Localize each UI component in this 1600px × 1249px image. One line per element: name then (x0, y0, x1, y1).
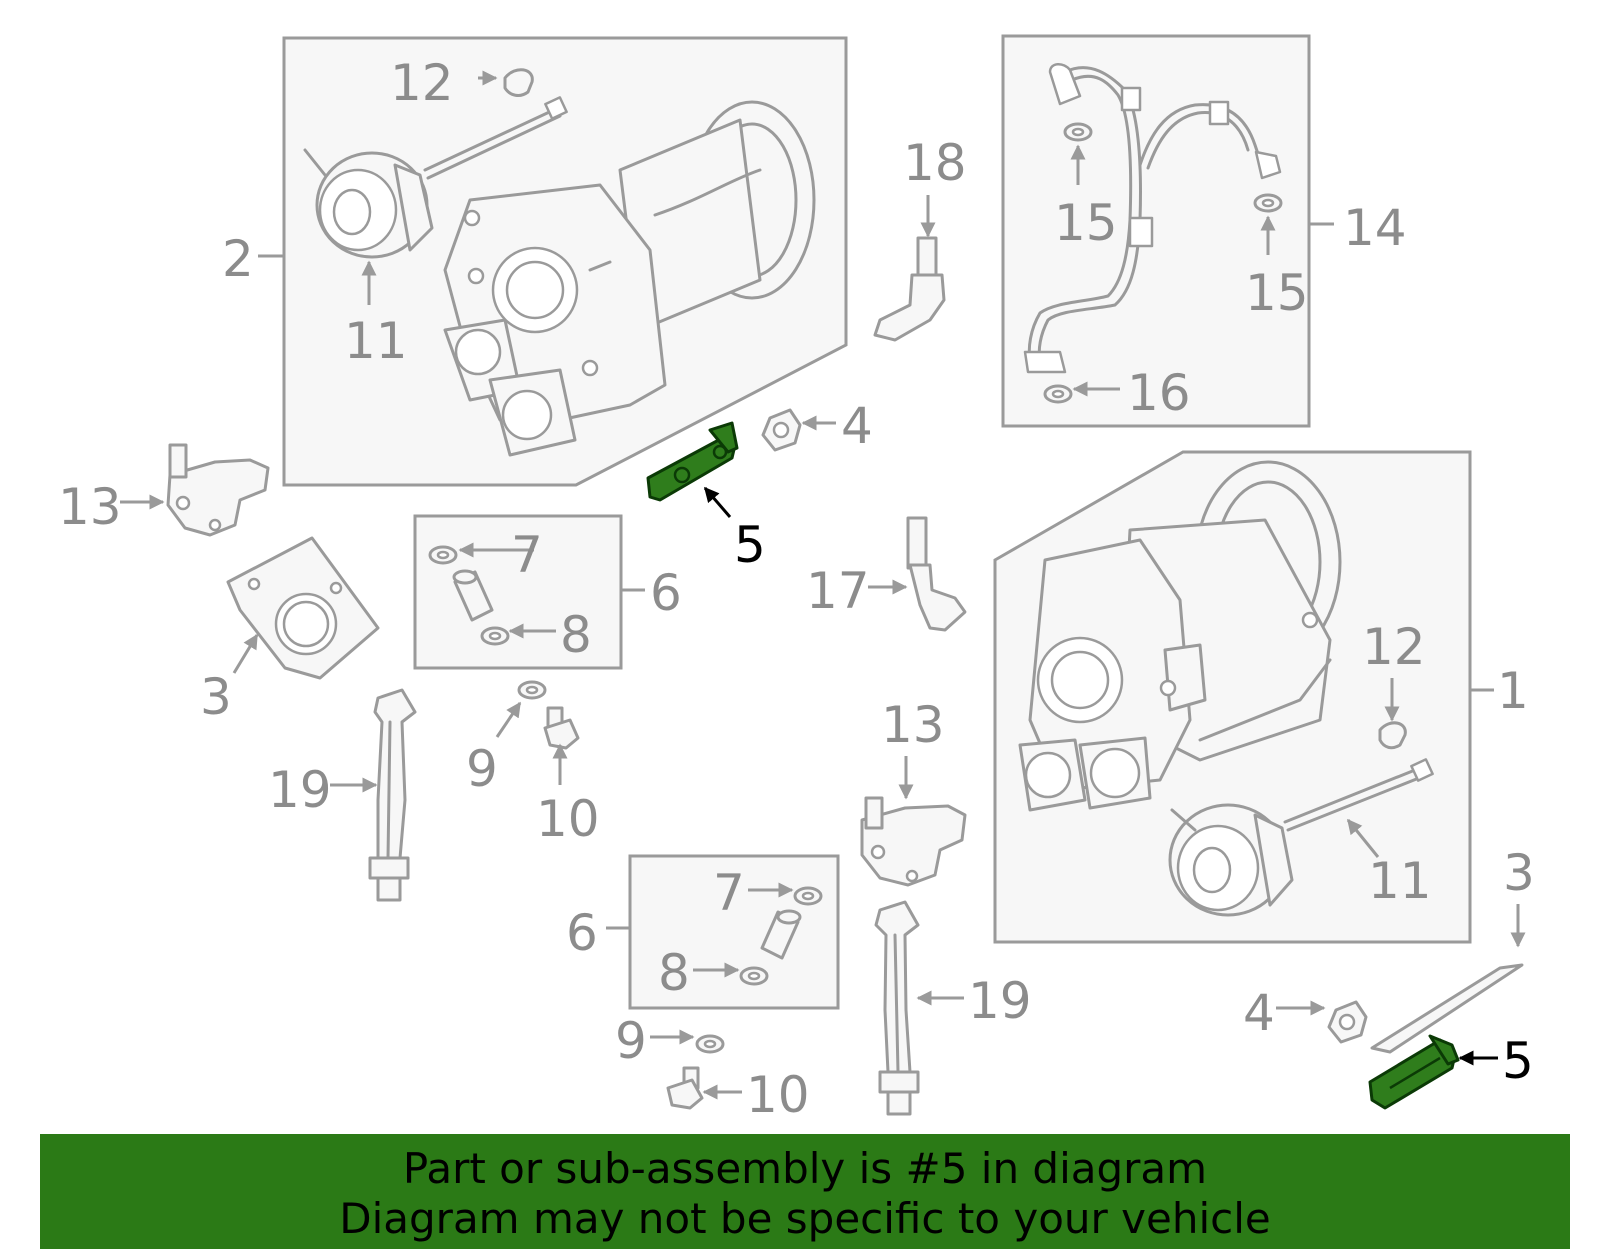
callout-15: 15 (1054, 194, 1118, 252)
callout-1: 1 (1497, 662, 1529, 720)
oil-feed-lines (1023, 63, 1282, 374)
washer-9-lower (695, 1034, 725, 1054)
oil-return-tube-19-left (368, 688, 417, 902)
callout-9: 9 (466, 740, 498, 798)
callout-14: 14 (1343, 199, 1407, 257)
callout-16: 16 (1127, 364, 1191, 422)
callout-17: 17 (806, 562, 870, 620)
bracket-5-lower-highlighted (1368, 1034, 1460, 1110)
callout-3: 3 (200, 668, 232, 726)
wastegate-actuator-upper (303, 96, 568, 259)
callout-5-highlighted: 5 (1502, 1032, 1534, 1090)
box6-lower-parts (739, 886, 823, 986)
callout-13: 13 (881, 696, 945, 754)
callout-12: 12 (390, 54, 454, 112)
callout-7: 7 (713, 864, 745, 922)
sensor-17 (906, 516, 967, 632)
callout-15: 15 (1245, 264, 1309, 322)
nut-4-lower (1327, 1000, 1368, 1044)
callout-8: 8 (658, 944, 690, 1002)
callout-18: 18 (903, 134, 967, 192)
callout-4: 4 (841, 397, 873, 455)
callout-6: 6 (566, 904, 598, 962)
turbocharger-upper (443, 100, 816, 457)
assembly-box-6-lower (628, 854, 840, 1010)
callout-8: 8 (560, 606, 592, 664)
washers-15-16 (1043, 122, 1283, 404)
coolant-fitting-13-center (860, 796, 967, 887)
clip-12-upper (503, 68, 534, 97)
fitting-10-upper (543, 706, 580, 750)
callout-10: 10 (536, 790, 600, 848)
callout-19: 19 (268, 761, 332, 819)
gasket-3-left (226, 536, 380, 680)
banner-line-2: Diagram may not be specific to your vehi… (339, 1194, 1271, 1243)
callout-4: 4 (1243, 984, 1275, 1042)
callout-11: 11 (344, 312, 408, 370)
gasket-3-lower (1370, 963, 1524, 1054)
callout-10: 10 (746, 1066, 810, 1124)
box6-upper-parts (428, 545, 510, 646)
callout-6: 6 (650, 564, 682, 622)
sensor-18 (873, 236, 946, 342)
callout-7: 7 (511, 526, 543, 584)
part-info-banner: Part or sub-assembly is #5 in diagram Di… (40, 1134, 1570, 1249)
washer-9-upper (517, 680, 547, 700)
nut-4-upper (761, 408, 802, 452)
callout-3: 3 (1503, 844, 1535, 902)
banner-line-1: Part or sub-assembly is #5 in diagram (402, 1144, 1208, 1193)
oil-return-tube-19-center (874, 900, 920, 1116)
turbocharger-lower (1018, 460, 1342, 812)
callout-19: 19 (968, 972, 1032, 1030)
bracket-5-upper-highlighted (646, 421, 739, 502)
callout-12: 12 (1362, 618, 1426, 676)
wastegate-actuator-lower (1168, 758, 1434, 917)
callout-5-highlighted: 5 (734, 516, 766, 574)
callout-2: 2 (222, 230, 254, 288)
callout-labels: 12 2 11 18 4 5 15 14 15 16 13 7 6 8 3 17… (58, 54, 1535, 1124)
coolant-fitting-13-left (166, 443, 270, 537)
callout-11: 11 (1368, 852, 1432, 910)
callout-9: 9 (615, 1012, 647, 1070)
clip-12-lower (1378, 721, 1407, 750)
callout-13: 13 (58, 478, 122, 536)
fitting-10-lower (666, 1066, 704, 1110)
leader-lines (120, 70, 1526, 1100)
assembly-box-6-upper (413, 514, 623, 670)
